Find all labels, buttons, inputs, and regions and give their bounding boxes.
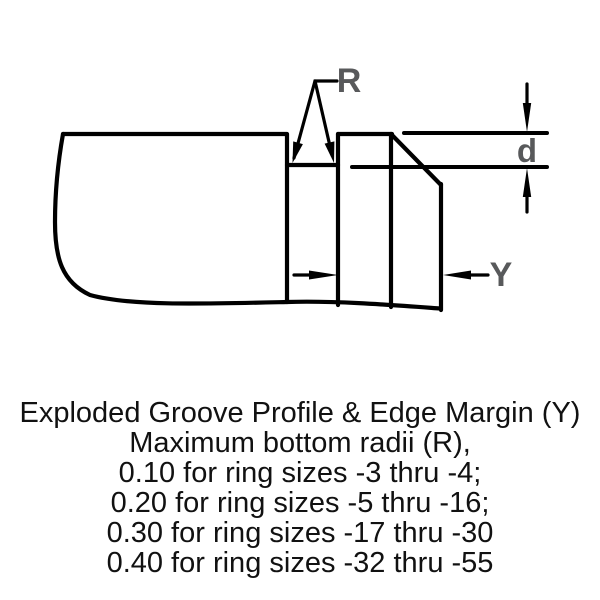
caption-line-radius-030: 0.30 for ring sizes -17 thru -30 [106,517,494,549]
radius-arrowhead-right [324,141,335,163]
shaft-body-left-edge-and-bottom-break-line [52,131,443,311]
edge-margin-arrowhead-left [443,270,471,280]
shaft-end-chamfer [388,131,444,188]
caption-line-title: Exploded Groove Profile & Edge Margin (Y… [19,397,581,429]
groove-profile-diagram: R d Y [52,62,549,313]
caption-line-radii-heading: Maximum bottom radii (R), [129,427,471,459]
depth-arrowhead-down [522,103,532,132]
caption-block: Exploded Groove Profile & Edge Margin (Y… [0,398,600,578]
shaft-body-top-and-groove-left-wall [60,131,290,305]
groove-depth-label: d [517,132,537,169]
caption-line-radius-010: 0.10 for ring sizes -3 thru -4; [118,457,482,489]
groove-radius-label: R [337,62,362,100]
depth-arrowhead-up [522,168,532,197]
edge-margin-arrowhead-right [309,270,338,280]
caption-line-radius-020: 0.20 for ring sizes -5 thru -16; [110,487,490,519]
radius-arrowhead-left [292,141,303,163]
edge-margin-label: Y [490,256,513,294]
caption-line-radius-040: 0.40 for ring sizes -32 thru -55 [106,547,494,579]
